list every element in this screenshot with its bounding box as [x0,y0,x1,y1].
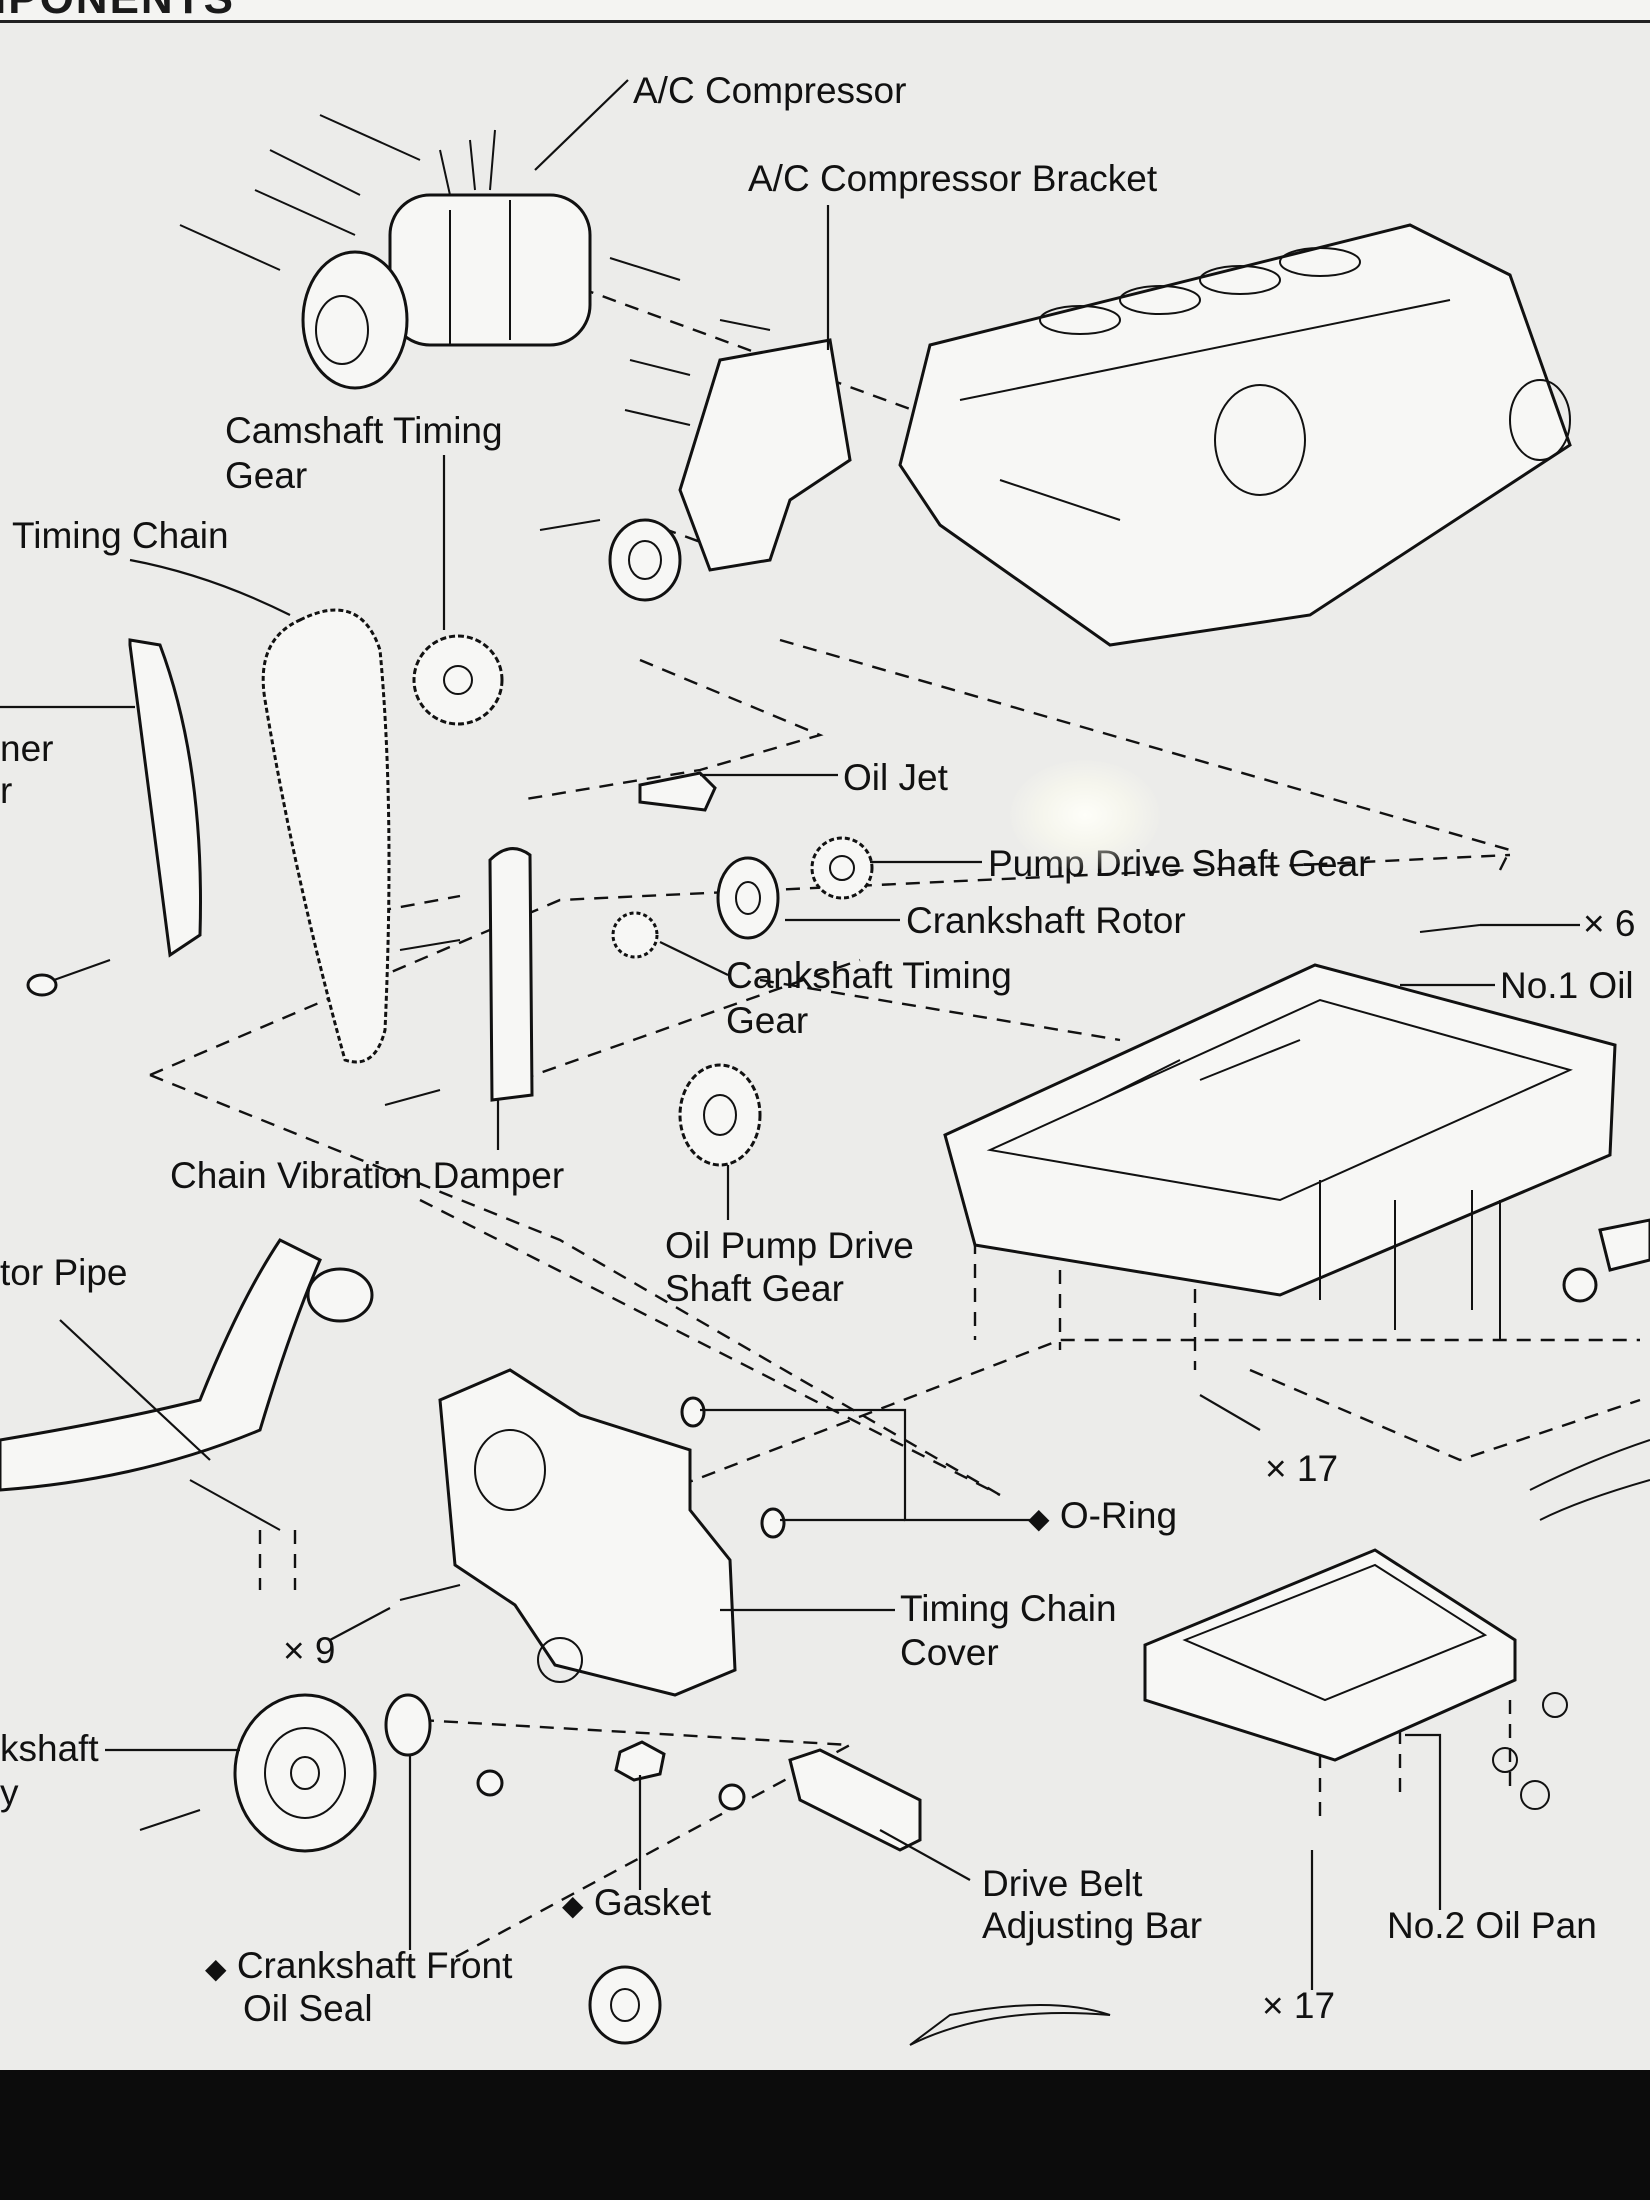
o-rings [680,1396,786,1539]
no2-oil-pan [1143,1548,1568,1810]
label-crankshaft-front-oil-seal-line2: Oil Seal [243,1988,373,2029]
drive-belt-adjusting-bar [788,1748,922,1852]
label-cankshaft-timing-gear-line2: Gear [726,1000,809,1041]
label-ac-compressor-bracket: A/C Compressor Bracket [748,158,1158,199]
label-qty-x17-upper: × 17 [1265,1448,1339,1489]
label-no2-oil-pan: No.2 Oil Pan [1387,1905,1597,1946]
no1-oil-pan [943,924,1617,1340]
label-oil-pump-drive-shaft-gear-line2: Shaft Gear [665,1268,844,1309]
small-parts [476,1740,746,2045]
label-tensioner-partial-line2: r [0,770,13,811]
chain-vibration-damper [384,847,534,1106]
label-pulley-partial-line2: y [0,1772,19,1813]
ac-compressor [179,114,592,390]
label-oil-jet: Oil Jet [843,757,948,798]
label-timing-chain-cover-line1: Timing Chain [900,1588,1117,1629]
label-qty-x17-lower: × 17 [1262,1985,1336,2026]
exploded-diagram [0,79,1650,2046]
label-timing-chain: Timing Chain [12,515,229,556]
label-camshaft-timing-gear-line2: Gear [225,455,308,496]
label-drive-belt-adjusting-bar-line2: Adjusting Bar [982,1905,1203,1946]
section-title: IPONENTS [0,0,235,24]
cylinder-block [898,223,1572,647]
leader-lines [0,79,1580,1990]
new-part-marker: ◆ [1028,1503,1050,1534]
water-inlet-pipe [0,1238,374,1531]
label-pulley-partial-line1: kshaft [0,1728,99,1769]
ac-compressor-bracket [539,257,852,602]
partial-parts-right-edge [909,1218,1650,2046]
label-gasket: ◆ Gasket [562,1882,711,1927]
label-qty-x9: × 9 [283,1630,336,1671]
crankshaft-front-oil-seal-text: Crankshaft Front [236,1945,513,1986]
oil-jet [638,771,717,812]
header-bar: IPONENTS [0,0,1650,23]
label-tensioner-partial-line1: ner [0,728,54,769]
label-pipe-partial: tor Pipe [0,1252,128,1293]
label-ac-compressor: A/C Compressor [633,70,907,111]
new-part-marker: ◆ [205,1953,227,1984]
screen-glare [1010,760,1160,870]
label-crankshaft-rotor: Crankshaft Rotor [906,900,1186,941]
label-o-ring: ◆ O-Ring [1028,1495,1177,1540]
label-cankshaft-timing-gear-line1: Cankshaft Timing [726,955,1012,996]
gear-set [611,836,874,1167]
timing-chain-cover [399,1368,737,1697]
label-camshaft-timing-gear-line1: Camshaft Timing [225,410,503,451]
gasket-text: Gasket [593,1882,712,1923]
label-drive-belt-adjusting-bar-line1: Drive Belt [982,1863,1143,1904]
label-crankshaft-front-oil-seal-line1: ◆ Crankshaft Front [205,1945,512,1990]
label-timing-chain-cover-line2: Cover [900,1632,999,1673]
camshaft-timing-gear [412,634,504,726]
timing-chain [261,608,391,1064]
label-no1-oil-pan-partial: No.1 Oil [1500,965,1634,1006]
label-qty-x6: × 6 [1583,903,1636,944]
label-oil-pump-drive-shaft-gear-line1: Oil Pump Drive [665,1225,914,1266]
monitor-bezel [0,2070,1650,2200]
chain-tensioner-slipper [26,638,202,997]
manual-page: IPONENTS [0,0,1650,2070]
new-part-marker: ◆ [562,1890,584,1921]
crankshaft-pulley [139,1693,432,1853]
label-chain-vibration-damper: Chain Vibration Damper [170,1155,565,1196]
o-ring-text: O-Ring [1059,1495,1178,1536]
